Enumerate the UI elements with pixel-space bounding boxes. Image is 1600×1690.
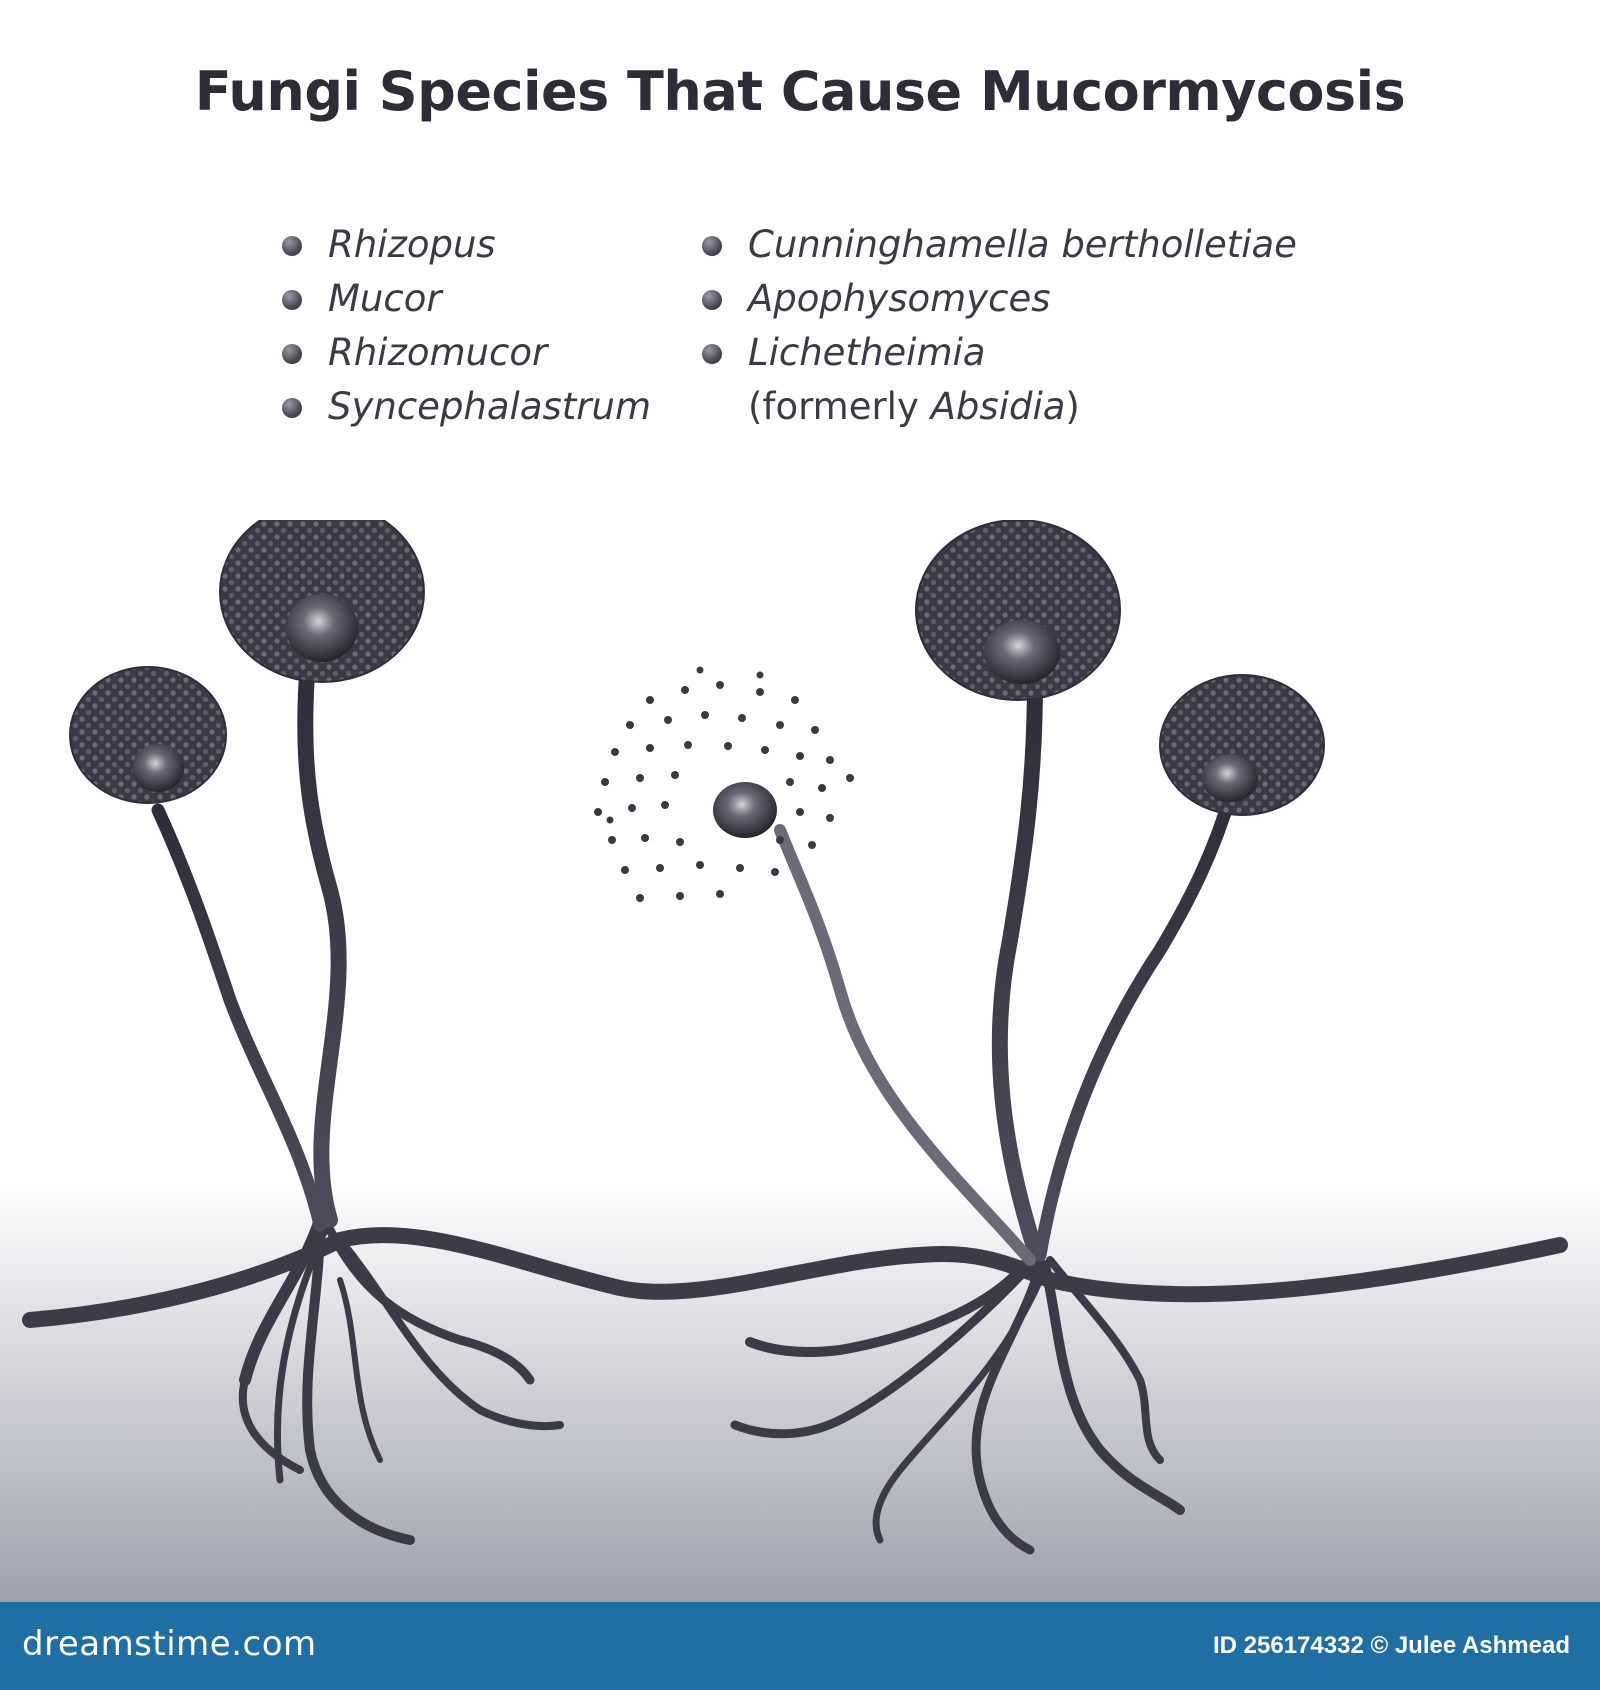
species-name: Mucor (328, 277, 442, 320)
ground-band (0, 1180, 1600, 1602)
sporangium-large-left (219, 520, 425, 683)
footer-brand: dreamstime.com (22, 1624, 317, 1664)
species-name: Rhizomucor (328, 331, 548, 374)
footer-bar: dreamstime.com ID 256174332 © Julee Ashm… (0, 1602, 1600, 1690)
species-item: Syncephalastrum (280, 380, 651, 434)
species-item: Cunninghamella bertholletiae (700, 218, 1297, 272)
stalk (1033, 783, 1239, 1262)
bullet-icon (282, 236, 302, 256)
species-name: Lichetheimia (748, 331, 986, 374)
sporangium-small-right (1159, 674, 1325, 816)
bullet-icon (282, 344, 302, 364)
species-item: Rhizopus (280, 218, 651, 272)
released-spores (594, 666, 854, 902)
page-title: Fungi Species That Cause Mucormycosis (194, 60, 1406, 123)
species-name: Apophysomyces (748, 277, 1051, 320)
species-name: Rhizopus (328, 223, 496, 266)
species-item: Apophysomyces (700, 272, 1297, 326)
right-rhizoids (730, 1245, 1185, 1555)
columella-burst (713, 782, 777, 838)
species-name: Syncephalastrum (328, 385, 651, 428)
stalk (297, 652, 347, 1228)
left-rhizoids (238, 1214, 564, 1545)
fungi-illustration (0, 520, 1600, 1602)
note-species-name: Absidia (930, 385, 1066, 428)
stalk (991, 672, 1043, 1258)
stalk (774, 824, 1036, 1266)
bullet-icon (702, 290, 722, 310)
note-suffix: ) (1065, 385, 1080, 428)
sporangium-large-right (915, 520, 1121, 701)
footer-credit: ID 256174332 © Julee Ashmead (1213, 1632, 1570, 1659)
species-list-right: Cunninghamella bertholletiae Apophysomyc… (700, 218, 1297, 434)
species-name: Cunninghamella bertholletiae (748, 223, 1297, 266)
stalk (151, 803, 327, 1232)
bullet-icon (282, 398, 302, 418)
species-item: Mucor (280, 272, 651, 326)
species-item: Rhizomucor (280, 326, 651, 380)
note-prefix: (formerly (748, 385, 931, 428)
bullet-icon (702, 236, 722, 256)
bullet-icon (702, 344, 722, 364)
species-note: (formerly Absidia) (700, 380, 1297, 434)
sporangium-small-left (69, 666, 227, 804)
species-list-left: Rhizopus Mucor Rhizomucor Syncephalastru… (280, 218, 651, 434)
species-item: Lichetheimia (700, 326, 1297, 380)
bullet-icon (282, 290, 302, 310)
